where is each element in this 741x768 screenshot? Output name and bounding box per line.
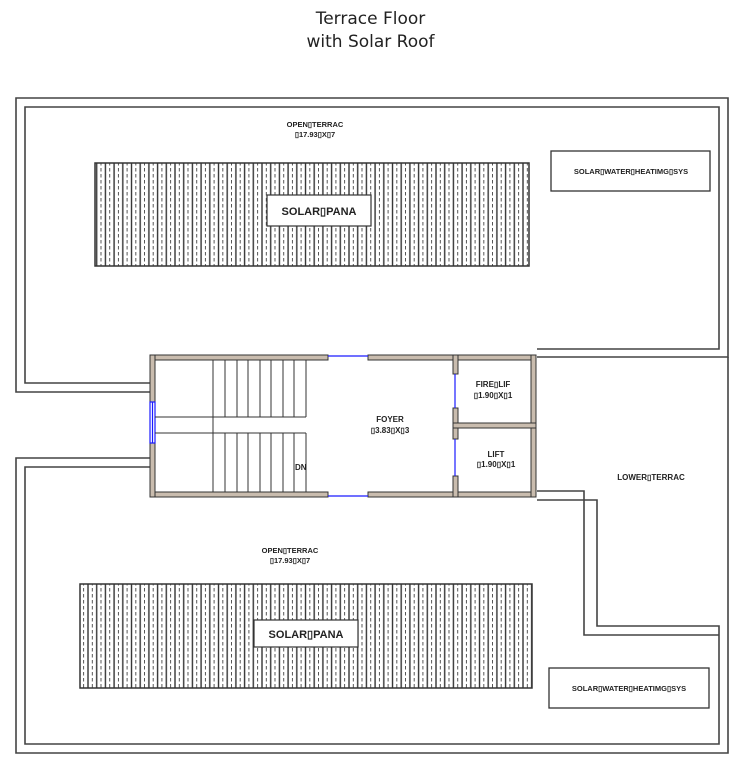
glazing bbox=[149, 355, 456, 497]
parapet-lower bbox=[15, 357, 729, 754]
open-terrace-bottom-name: OPEN▯TERRAC bbox=[262, 546, 319, 555]
fire-lift: FIRE▯LIF ▯1.90▯X▯1 bbox=[474, 380, 513, 400]
fire-lift-dims: ▯1.90▯X▯1 bbox=[474, 391, 513, 400]
open-terrace-bottom: OPEN▯TERRAC ▯17.93▯X▯7 bbox=[262, 546, 319, 565]
solar-water-heating-bottom-label: SOLAR▯WATER▯HEATIMG▯SYS bbox=[572, 684, 686, 693]
solar-panel-bottom: SOLAR▯PANA bbox=[79, 583, 533, 689]
solar-panel-top-label: SOLAR▯PANA bbox=[282, 206, 357, 218]
lower-terrace-name: LOWER▯TERRAC bbox=[617, 473, 685, 482]
drawing-title-line2: with Solar Roof bbox=[306, 32, 435, 52]
foyer-name: FOYER bbox=[376, 415, 404, 424]
lift-name: LIFT bbox=[488, 450, 505, 459]
solar-water-heating-bottom: SOLAR▯WATER▯HEATIMG▯SYS bbox=[548, 667, 710, 709]
solar-panel-top: SOLAR▯PANA bbox=[94, 162, 530, 267]
foyer-dims: ▯3.83▯X▯3 bbox=[371, 426, 410, 435]
open-terrace-top-dims: ▯17.93▯X▯7 bbox=[295, 130, 335, 139]
fire-lift-name: FIRE▯LIF bbox=[476, 380, 511, 389]
lift: LIFT ▯1.90▯X▯1 bbox=[477, 450, 516, 469]
solar-water-heating-top-label: SOLAR▯WATER▯HEATIMG▯SYS bbox=[574, 167, 688, 176]
drawing-title-line1: Terrace Floor bbox=[315, 9, 426, 29]
lift-dims: ▯1.90▯X▯1 bbox=[477, 460, 516, 469]
foyer: FOYER ▯3.83▯X▯3 bbox=[371, 415, 410, 435]
open-terrace-bottom-dims: ▯17.93▯X▯7 bbox=[270, 556, 310, 565]
solar-panel-bottom-label: SOLAR▯PANA bbox=[269, 629, 344, 641]
open-terrace-top: OPEN▯TERRAC ▯17.93▯X▯7 bbox=[287, 120, 344, 139]
core-walls bbox=[149, 354, 537, 498]
stair-direction-label: DN bbox=[295, 463, 307, 472]
staircase bbox=[155, 360, 307, 492]
open-terrace-top-name: OPEN▯TERRAC bbox=[287, 120, 344, 129]
parapet-upper bbox=[15, 97, 729, 393]
solar-water-heating-top: SOLAR▯WATER▯HEATIMG▯SYS bbox=[550, 150, 711, 192]
